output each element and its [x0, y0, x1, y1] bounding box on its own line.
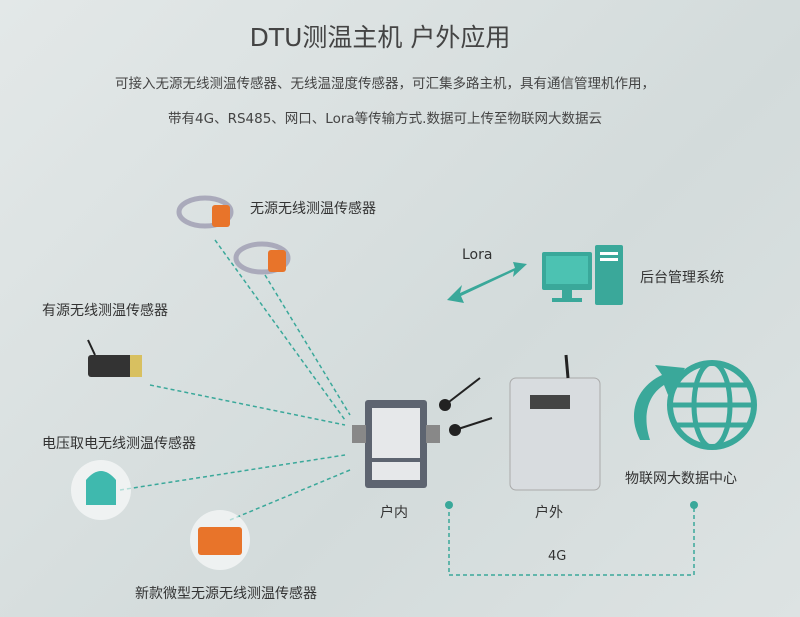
subtitle-line-2: 带有4G、RS485、网口、Lora等传输方式.数据可上传至物联网大数据云 — [168, 111, 602, 127]
lora-label: Lora — [462, 247, 493, 263]
lora-arrow-icon — [447, 262, 527, 303]
sensor-label-micro: 新款微型无源无线测温传感器 — [135, 586, 317, 602]
page-title: DTU测温主机 户外应用 — [249, 23, 511, 52]
sensor-label-active: 有源无线测温传感器 — [42, 303, 168, 319]
active-sensor — [87, 339, 142, 377]
indoor-dtu-device — [352, 400, 440, 488]
computer-icon — [542, 245, 623, 305]
4g-node-indoor — [445, 501, 453, 509]
globe-icon — [633, 360, 757, 450]
sensor-label-passive: 无源无线测温传感器 — [250, 201, 376, 217]
backend-label: 后台管理系统 — [640, 270, 724, 286]
outdoor-label: 户外 — [535, 505, 563, 521]
4g-node-iot — [690, 501, 698, 509]
sensor-label-voltage: 电压取电无线测温传感器 — [42, 436, 196, 452]
indoor-label: 户内 — [380, 505, 408, 521]
micro-sensor — [190, 510, 250, 570]
4g-label: 4G — [548, 549, 567, 564]
voltage-sensor — [71, 460, 131, 520]
iot-label: 物联网大数据中心 — [625, 471, 737, 487]
outdoor-dtu-device — [509, 354, 601, 491]
sensor-links — [119, 239, 695, 576]
subtitle-line-1: 可接入无源无线测温传感器、无线温湿度传感器，可汇集多路主机，具有通信管理机作用， — [115, 76, 655, 92]
antennas — [439, 377, 493, 436]
ring-sensor-2 — [233, 241, 291, 275]
ring-sensor-1 — [176, 195, 234, 229]
